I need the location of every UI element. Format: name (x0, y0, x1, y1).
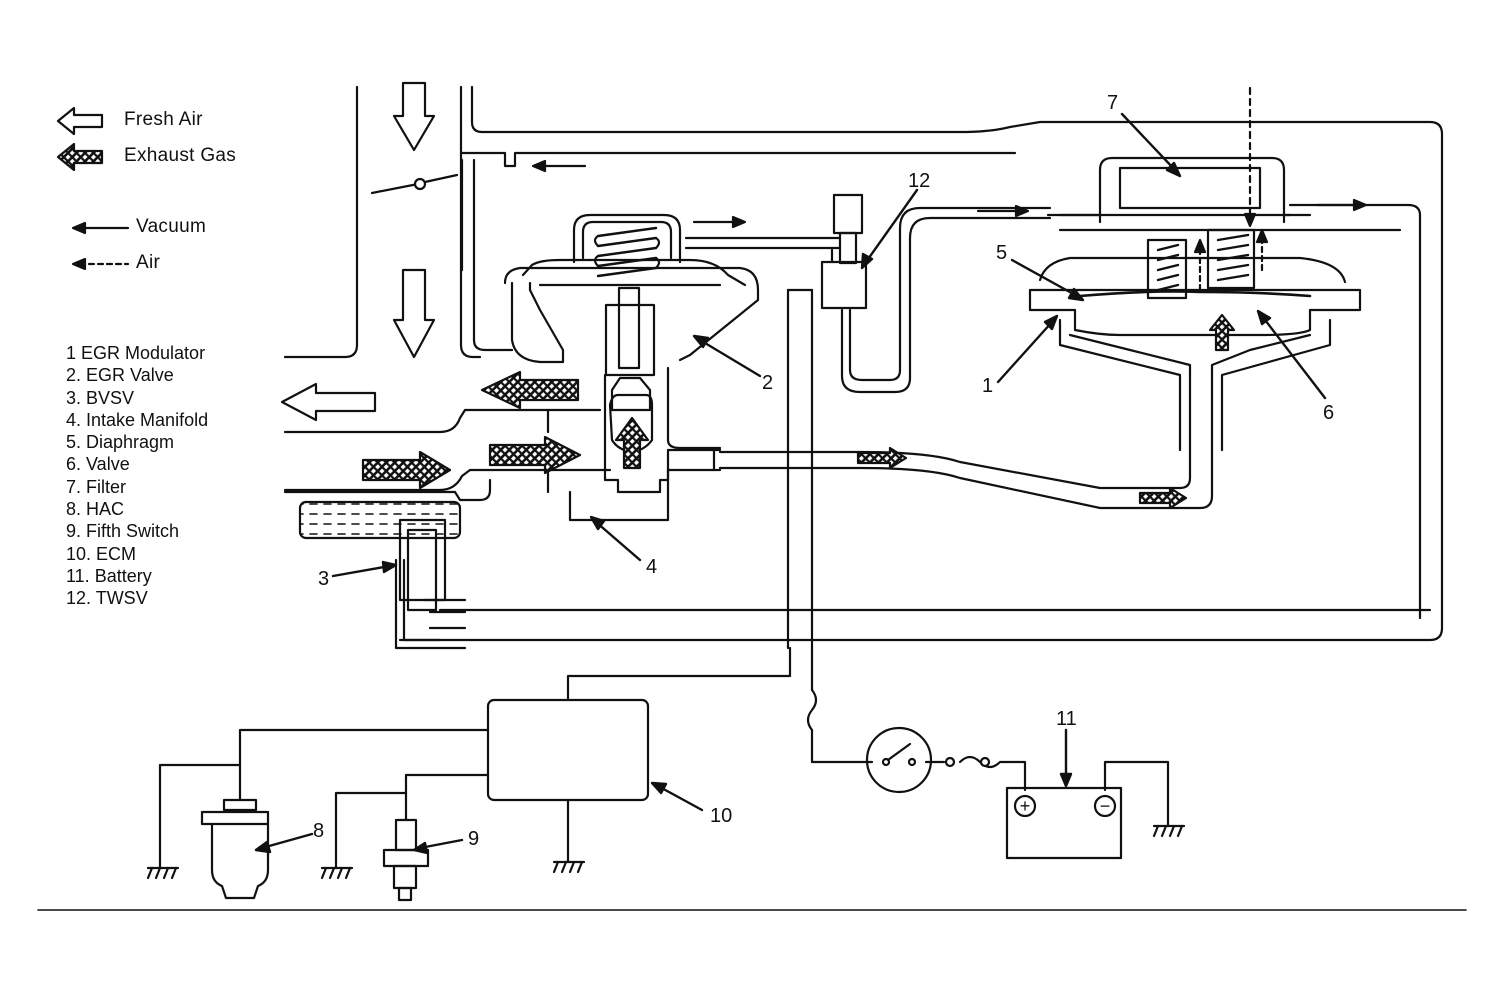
callout-7: 7 (1107, 92, 1119, 114)
ignition-switch (865, 726, 991, 794)
component-key: 1 EGR Modulator 2. EGR Valve 3. BVSV 4. … (66, 342, 208, 610)
key-item: 5. Diaphragm (66, 432, 175, 453)
legend-air-label: Air (136, 252, 161, 273)
key-item: 11. Battery (66, 565, 152, 586)
callout-4: 4 (646, 556, 658, 578)
callout-9: 9 (468, 828, 480, 850)
legend-fresh-air-label: Fresh Air (124, 109, 203, 130)
key-item: 9. Fifth Switch (66, 521, 180, 542)
ground-symbol-3 (552, 860, 586, 874)
key-item: 10. ECM (66, 543, 137, 564)
manifold-channels (283, 408, 612, 502)
exhaust-arrow-1 (361, 450, 452, 490)
intake-duct (283, 85, 482, 359)
callout-6: 6 (1323, 402, 1335, 424)
ground-symbol-4 (1152, 824, 1186, 838)
egr-modulator (1028, 86, 1402, 452)
key-item: 2. EGR Valve (66, 365, 174, 386)
callout-11: 11 (1056, 708, 1077, 730)
callout-3: 3 (318, 568, 330, 590)
callout-10: 10 (710, 805, 733, 827)
key-item: 1 EGR Modulator (66, 343, 206, 363)
vacuum-arrow-right-2 (1316, 198, 1368, 212)
exhaust-arrow-3 (480, 370, 580, 410)
exhaust-arrow-5 (1138, 486, 1188, 510)
exhaust-arrow-4 (856, 446, 908, 470)
fresh-air-outlet-arrow (280, 382, 377, 422)
callout-2: 2 (762, 372, 774, 394)
battery-negative-label: − (1100, 796, 1111, 816)
exhaust-gas-arrow-icon (56, 142, 104, 172)
key-item: 8. HAC (66, 499, 125, 520)
hac-sensor (200, 798, 270, 900)
battery-positive-label: + (1020, 796, 1031, 816)
bvsv-valve (394, 518, 467, 650)
key-item: 4. Intake Manifold (66, 409, 209, 430)
ground-symbol-1 (146, 866, 180, 880)
egr-valve (503, 213, 842, 522)
key-item: 3. BVSV (66, 387, 135, 408)
ground-symbol-2 (320, 866, 354, 880)
legend-exhaust-gas-label: Exhaust Gas (124, 145, 237, 166)
fifth-switch (382, 818, 430, 902)
fresh-air-flow-arrow-2 (392, 268, 436, 359)
exhaust-arrow-2 (488, 435, 582, 475)
legend-vacuum-label: Vacuum (136, 216, 207, 237)
fresh-air-flow-arrow-1 (392, 81, 436, 152)
callout-1: 1 (982, 375, 994, 397)
wiring (158, 646, 1170, 870)
fresh-air-arrow-icon (56, 106, 104, 136)
callout-12: 12 (908, 170, 931, 192)
key-item: 6. Valve (66, 454, 130, 475)
key-item: 12. TWSV (66, 588, 148, 609)
key-item: 7. Filter (66, 476, 127, 497)
battery (1005, 786, 1123, 860)
vacuum-arrow-top (531, 159, 587, 173)
vacuum-arrow-right-1 (976, 204, 1030, 218)
exhaust-line-to-modulator (718, 368, 1214, 510)
ecm-box (486, 698, 650, 802)
vacuum-arrow-icon (71, 221, 130, 235)
filter-element (1118, 166, 1262, 210)
twsv-valve (820, 193, 868, 310)
air-arrow-icon (71, 257, 130, 271)
callout-5: 5 (996, 242, 1008, 264)
vacuum-arrow-egr (692, 215, 747, 229)
callout-arrows (254, 112, 1327, 855)
callout-8: 8 (313, 820, 325, 842)
